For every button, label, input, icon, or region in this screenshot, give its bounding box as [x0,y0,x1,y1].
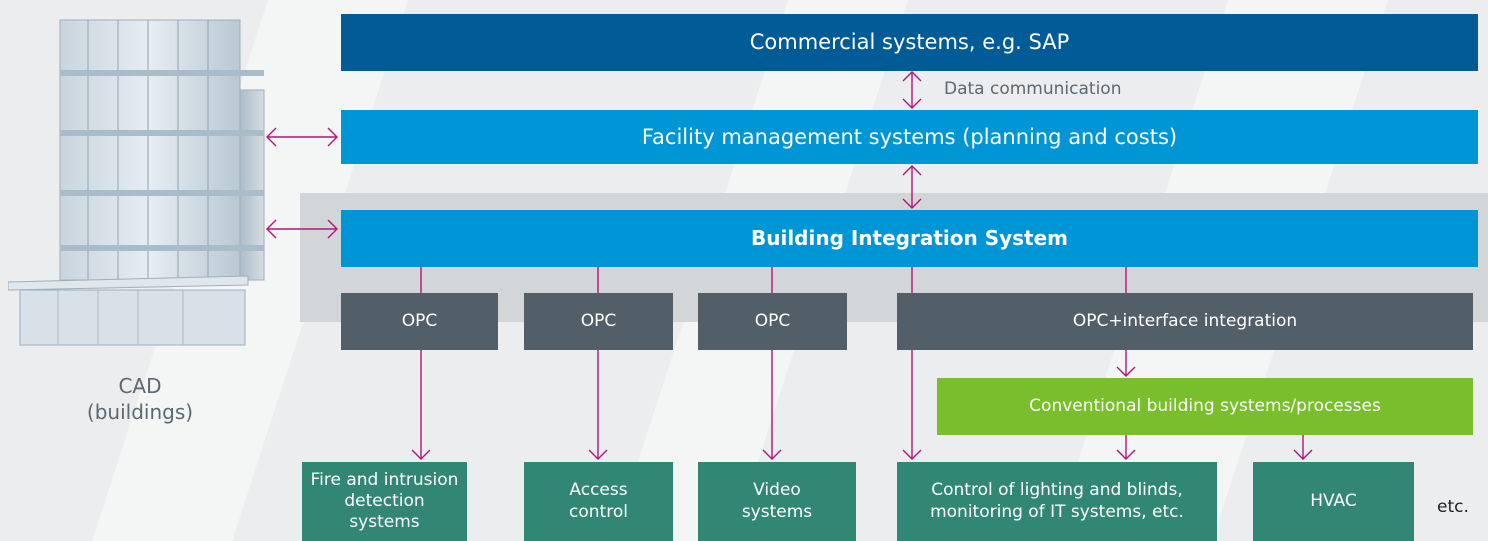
opc-box-video: OPC [698,293,847,350]
opc-box-access: OPC [524,293,673,350]
data-communication-label: Data communication [944,79,1122,99]
facility-management-box: Facility management systems (planning an… [341,110,1478,164]
lighting-blinds-box: Control of lighting and blinds, monitori… [897,462,1217,541]
commercial-systems-box: Commercial systems, e.g. SAP [341,14,1478,71]
building-illustration [8,19,265,346]
fire-intrusion-box: Fire and intrusion detection systems [302,462,467,541]
opc-box-fire: OPC [341,293,498,350]
conventional-systems-box: Conventional building systems/processes [937,378,1473,435]
cad-label: CAD (buildings) [86,374,194,424]
video-systems-box: Video systems [698,462,856,541]
etc-label: etc. [1437,497,1469,517]
opc-interface-integration-box: OPC+interface integration [897,293,1473,350]
hvac-box: HVAC [1253,462,1414,541]
access-control-box: Access control [524,462,673,541]
building-integration-system-box: Building Integration System [341,210,1478,267]
